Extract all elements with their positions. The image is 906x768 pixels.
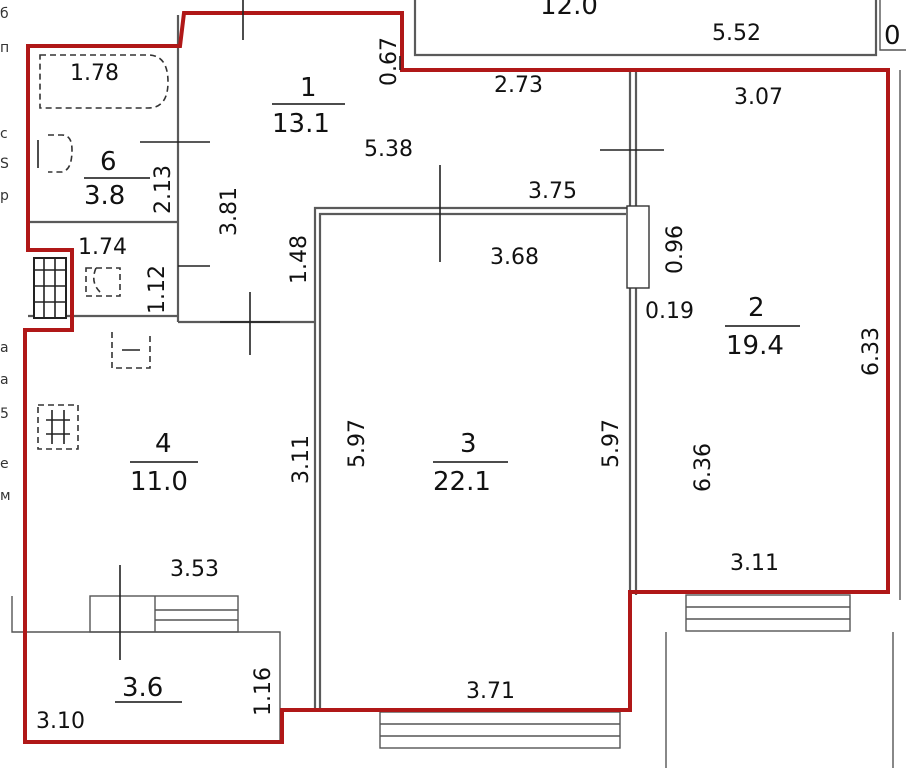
edge-glyph: м: [0, 488, 11, 504]
dim-1-74: 1.74: [78, 235, 127, 260]
edge-glyph: S: [0, 156, 9, 172]
right-edge-glyph: 0: [884, 21, 901, 51]
neighbor-apartment: 12.0: [413, 0, 906, 57]
edge-glyph: р: [0, 188, 9, 204]
edge-glyph: б: [0, 6, 9, 22]
room-area: 22.1: [433, 467, 491, 497]
edge-glyph: е: [0, 456, 9, 472]
dim-6-33: 6.33: [859, 327, 884, 376]
dim-3-71: 3.71: [466, 679, 515, 704]
dim-5-38: 5.38: [364, 137, 413, 162]
bathtub-icon: 1.78: [39, 54, 169, 109]
dim-5-52: 5.52: [712, 21, 761, 46]
dim-1-48: 1.48: [287, 235, 312, 284]
dim-3-11: 3.11: [289, 435, 314, 484]
room-3-label: 3 22.1: [433, 429, 508, 497]
edge-glyph: 5: [0, 406, 9, 422]
room-area: 3.8: [84, 181, 125, 211]
dim-3-75: 3.75: [528, 179, 577, 204]
room-area: 11.0: [130, 467, 188, 497]
neighbor-area-partial: 12.0: [540, 0, 598, 21]
dim-3-10: 3.10: [36, 709, 85, 734]
dim-2-73: 2.73: [494, 73, 543, 98]
edge-glyph: п: [0, 40, 9, 56]
room-number: 6: [100, 147, 117, 177]
dim-5-97-left: 5.97: [345, 419, 370, 468]
dim-5-97-right: 5.97: [599, 419, 624, 468]
kitchen-sink-icon: [111, 332, 151, 369]
room-number: 3: [460, 429, 477, 459]
room-number: 4: [155, 429, 172, 459]
dimension-ticks: [119, 0, 664, 660]
dim-3-11-bottom: 3.11: [730, 551, 779, 576]
edge-glyph: а: [0, 340, 9, 356]
dim-3-07: 3.07: [734, 85, 783, 110]
vent-shaft-icon: [33, 257, 67, 319]
dim-3-68: 3.68: [490, 245, 539, 270]
toilet-icon: [85, 267, 121, 297]
dim-1-12: 1.12: [145, 265, 170, 314]
dim-1-78: 1.78: [70, 61, 119, 86]
room-4-label: 4 11.0: [130, 429, 198, 497]
dim-3-81: 3.81: [217, 187, 242, 236]
dim-2-13: 2.13: [151, 165, 176, 214]
apartment-outline: [23, 11, 890, 744]
stove-icon: [37, 404, 79, 450]
balcony-label: 3.6: [115, 673, 182, 703]
interior-walls: [11, 15, 901, 768]
room-6-label: 6 3.8: [84, 147, 150, 211]
room-2-label: 2 19.4: [725, 293, 800, 361]
dim-1-16: 1.16: [251, 667, 276, 716]
room-area: 13.1: [272, 109, 330, 139]
left-edge-glyphs: б п с S р а а 5 е м 0: [0, 6, 901, 504]
room-number: 2: [748, 293, 765, 323]
dim-0-67: 0.67: [377, 37, 402, 86]
dim-0-96: 0.96: [663, 225, 688, 274]
dim-3-53: 3.53: [170, 557, 219, 582]
dim-0-19: 0.19: [645, 299, 694, 324]
balcony-area: 3.6: [122, 673, 163, 703]
edge-glyph: с: [0, 126, 8, 142]
edge-glyph: а: [0, 372, 9, 388]
dim-6-36: 6.36: [691, 443, 716, 492]
room-number: 1: [300, 73, 317, 103]
room-area: 19.4: [726, 331, 784, 361]
room-1-label: 1 13.1: [272, 73, 345, 139]
sink-icon: [48, 134, 73, 173]
door-panel: [626, 205, 650, 289]
